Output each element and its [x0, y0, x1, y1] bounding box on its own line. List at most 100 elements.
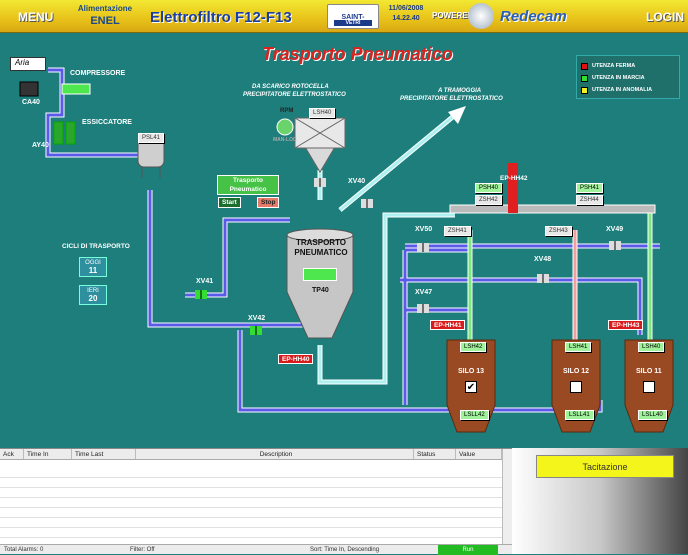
lsh40-top-tag: LSH40 [309, 108, 336, 118]
silo-11-label: SILO 11 [636, 368, 662, 375]
valve-icon[interactable] [417, 243, 429, 252]
saint-gobain-logo: SAINT-GOBAINVETRI [327, 4, 379, 29]
lsll42-tag: LSLL42 [460, 410, 489, 420]
col-ack[interactable]: Ack [0, 449, 24, 459]
col-time-in[interactable]: Time In [24, 449, 72, 459]
alarm-table-header: Ack Time In Time Last Description Status… [0, 449, 512, 460]
oggi-value: 11 [88, 266, 98, 275]
yellow-square-icon [581, 86, 588, 94]
ieri-value: 20 [88, 294, 98, 303]
silo-13-checkbox[interactable]: ✔ [465, 381, 477, 393]
filter-status: Filter: Off [130, 546, 155, 553]
login-button[interactable]: LOGIN [646, 10, 684, 24]
silo-11-checkbox[interactable] [643, 381, 655, 393]
valve-icon[interactable] [250, 326, 262, 335]
menu-button[interactable]: MENU [18, 10, 54, 24]
silo-13-label: SILO 13 [458, 368, 485, 375]
tacitazione-button[interactable]: Tacitazione [536, 455, 674, 478]
legend-label: UTENZA IN MARCIA [592, 75, 645, 81]
ay40-label: AY40 [32, 142, 49, 149]
cicli-label: CICLI DI TRASPORTO [62, 243, 130, 250]
page-title: Trasporto Pneumatico [262, 44, 453, 64]
legend-label: UTENZA FERMA [592, 63, 636, 69]
xv49-label: XV49 [606, 226, 624, 233]
sort-status: Sort: Time In, Descending [310, 546, 380, 553]
oggi-label: OGGI [85, 260, 101, 266]
lsll41-tag: LSLL41 [565, 410, 594, 420]
zsh44-tag: ZSH44 [576, 195, 603, 205]
valve-icon[interactable] [195, 290, 207, 299]
ieri-label: IERI [87, 288, 99, 294]
table-row[interactable] [0, 499, 502, 508]
alimentazione-label: Alimentazione [77, 4, 133, 13]
silo-12-checkbox[interactable] [570, 381, 582, 393]
col-description[interactable]: Description [136, 449, 414, 459]
table-row[interactable] [0, 469, 502, 478]
ca40-label: CA40 [22, 99, 40, 106]
man-loc-label: MAN-LOC [273, 137, 297, 143]
total-alarms: Total Alarms: 0 [4, 546, 44, 553]
lsh40-tag: LSH40 [638, 342, 665, 352]
valve-icon[interactable] [314, 178, 326, 187]
xv47-label: XV47 [415, 289, 433, 296]
status-bar: Total Alarms: 0 Filter: Off Sort: Time I… [0, 544, 512, 555]
control-title-1: Trasporto [233, 177, 263, 184]
col-status[interactable]: Status [414, 449, 456, 459]
xv50-label: XV50 [415, 226, 433, 233]
legend-item: UTENZA IN MARCIA [581, 72, 675, 84]
table-row[interactable] [0, 529, 502, 538]
brand-name: Redecam [500, 8, 567, 25]
col-time-last[interactable]: Time Last [72, 449, 136, 459]
table-row[interactable] [0, 489, 502, 498]
powered-by: POWERED by [432, 11, 485, 20]
table-row[interactable] [0, 519, 502, 528]
zsh42-tag: ZSH42 [475, 195, 502, 205]
red-square-icon [581, 62, 588, 70]
tramoggia-label: A TRAMOGGIA [438, 88, 482, 94]
lsh42-tag: LSH42 [460, 342, 487, 352]
trasporto-label: TRASPORTO [295, 238, 347, 247]
valve-icon[interactable] [537, 274, 549, 283]
lsh41-tag: LSH41 [565, 342, 592, 352]
psl41-tag: PSL41 [138, 133, 165, 143]
alimentazione-value: ENEL [90, 15, 120, 27]
xv42-label: XV42 [248, 315, 266, 322]
psh41-tag: PSH41 [576, 183, 604, 193]
pneumatico-label: PNEUMATICO [294, 248, 348, 257]
da-scarico-label: DA SCARICO ROTOCELLA [252, 84, 329, 90]
valve-icon[interactable] [361, 199, 373, 208]
lsll40-tag: LSLL40 [638, 410, 667, 420]
stop-button[interactable]: Stop [257, 197, 280, 208]
top-bar: MENU Alimentazione ENEL Elettrofiltro F1… [0, 0, 688, 33]
silo-12-label: SILO 12 [563, 368, 590, 375]
date: 11/06/2008 [388, 5, 424, 12]
pipe-diagram [19, 67, 674, 433]
legend-item: UTENZA FERMA [581, 60, 675, 72]
tp40-label: TP40 [312, 287, 329, 294]
ephh41-alarm[interactable]: EP-HH41 [430, 320, 466, 330]
app-title: Elettrofiltro F12-F13 [150, 9, 292, 26]
valve-icon[interactable] [609, 241, 621, 250]
psh40-tag: PSH40 [475, 183, 503, 193]
zsh41-tag: ZSH41 [444, 226, 471, 236]
status-legend: UTENZA FERMA UTENZA IN MARCIA UTENZA IN … [576, 55, 680, 99]
tp40-status [303, 268, 337, 281]
tramoggia-label-2: PRECIPITATORE ELETTROSTATICO [400, 96, 503, 102]
table-row[interactable] [0, 479, 502, 488]
redecam-logo-icon [468, 3, 494, 29]
ephh43-alarm[interactable]: EP-HH43 [608, 320, 644, 330]
table-row[interactable] [0, 509, 502, 518]
vertical-scrollbar[interactable] [502, 449, 512, 545]
valve-icon[interactable] [417, 304, 429, 313]
saint-gobain-sub: VETRI [334, 20, 372, 26]
col-value[interactable]: Value [456, 449, 502, 459]
start-button[interactable]: Start [218, 197, 241, 208]
ephh40-alarm[interactable]: EP-HH40 [278, 354, 314, 364]
xv40-label: XV40 [348, 178, 366, 185]
aria-label: Aria [10, 57, 46, 71]
da-scarico-label-2: PRECIPITATORE ELETTROSTATICO [243, 92, 346, 98]
